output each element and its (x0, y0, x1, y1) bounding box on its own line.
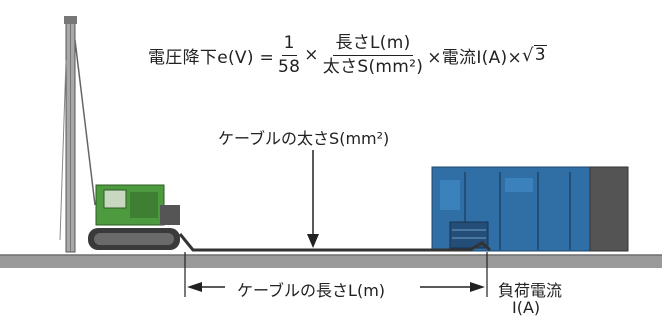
cable (178, 233, 491, 252)
generator-container (431, 166, 629, 252)
fraction2-denominator: 太さS(mm²) (322, 56, 424, 77)
formula-current-term: ×電流I(A)× (427, 47, 522, 68)
sqrt-argument: 3 (533, 45, 547, 66)
fraction1-denominator: 58 (278, 56, 301, 77)
length-dimension (184, 252, 488, 297)
fraction-one-over-58: 1 58 (278, 34, 301, 77)
cable-thickness-label: ケーブルの太さS(mm²) (218, 129, 390, 148)
fraction2-numerator: 長さL(m) (333, 34, 413, 56)
drilling-rig (59, 16, 180, 253)
voltage-drop-formula: 電圧降下e(V) = 1 58 × 長さL(m) 太さS(mm²) ×電流I(A… (148, 33, 547, 77)
sqrt-symbol: √ (521, 44, 534, 66)
sqrt-three: √ 3 (522, 45, 547, 65)
thickness-arrow (307, 150, 319, 248)
ground (0, 255, 662, 268)
load-current-label-line2: I(A) (512, 298, 541, 317)
formula-lhs: 電圧降下e(V) = (148, 47, 275, 68)
load-current-label-line1: 負荷電流 (498, 281, 563, 300)
fraction-length-over-thickness: 長さL(m) 太さS(mm²) (322, 34, 424, 77)
cable-length-label: ケーブルの長さL(m) (237, 281, 386, 300)
multiply-sign: × (304, 45, 319, 65)
fraction1-numerator: 1 (281, 34, 297, 56)
